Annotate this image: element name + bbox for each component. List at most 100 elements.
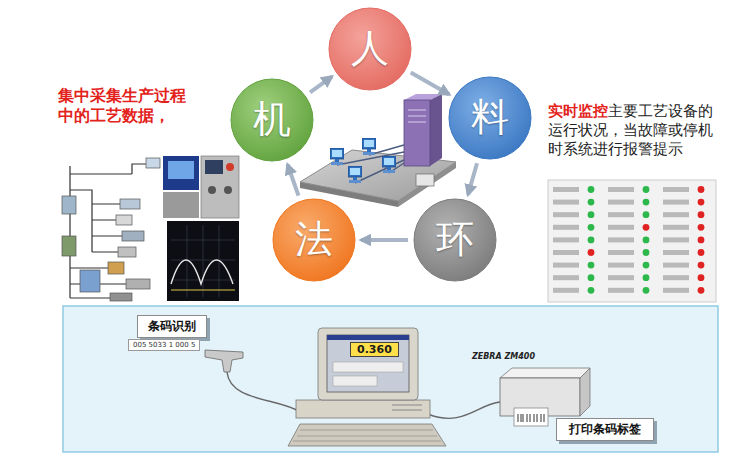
status-tag: [663, 225, 689, 230]
cycle-circle: 机: [230, 78, 314, 162]
cycle-arrow: [468, 163, 477, 195]
drive-slots: [392, 405, 422, 410]
cycle-circle: 人: [328, 7, 412, 91]
window-field: [333, 376, 377, 386]
window-field: [333, 362, 403, 372]
status-lamp: [698, 199, 705, 206]
scanner-cable: [227, 372, 300, 412]
computer-icon: [330, 148, 344, 165]
server-slots: [408, 110, 426, 122]
status-lamp: [698, 274, 705, 281]
label-barcode: [518, 414, 544, 422]
status-lamp: [588, 249, 595, 256]
status-tag: [553, 250, 579, 255]
status-tag: [608, 200, 634, 205]
device-icon: [120, 199, 140, 209]
instrument-display: [168, 161, 194, 179]
circle-label: 机: [253, 97, 291, 143]
status-lamp: [698, 186, 705, 193]
status-tag: [553, 288, 579, 293]
status-tag: [553, 200, 579, 205]
status-lamp: [588, 211, 595, 218]
monitor-screen: [327, 335, 409, 392]
cycle-circle: 料: [448, 76, 532, 160]
status-lamp: [643, 186, 650, 193]
device-icon: [126, 279, 150, 289]
circle-fill: [449, 77, 531, 159]
status-tag: [553, 263, 579, 268]
text-block: ZEBRA ZM400: [472, 352, 535, 362]
status-lamp: [588, 224, 595, 231]
status-panel: [548, 180, 716, 302]
circle-label: 法: [295, 217, 333, 263]
computer-icon: [362, 138, 376, 155]
status-lamp: [588, 262, 595, 269]
server-front: [404, 100, 430, 166]
oscilloscope-grid: [171, 225, 235, 297]
instrument-panel: [163, 192, 199, 218]
circle-fill: [414, 199, 496, 281]
circle-label: 环: [436, 217, 474, 263]
status-tag: [663, 200, 689, 205]
circle-fill: [231, 79, 313, 161]
status-tag: [553, 212, 579, 217]
screen-reading: 0.360: [350, 342, 399, 357]
device-tree: [62, 158, 160, 301]
status-lamp: [698, 249, 705, 256]
device-icon: [62, 196, 76, 214]
status-tag: [608, 237, 634, 242]
computer-icon: [382, 156, 396, 173]
caption-box: 打印条码标签: [556, 418, 654, 441]
cycle-arrow: [288, 164, 299, 195]
instrument-knob: [224, 186, 232, 194]
printed-label: [514, 408, 548, 426]
cycle-circle: 法: [272, 198, 356, 282]
cycle-arrow: [310, 77, 332, 93]
instrument-screen: [163, 156, 199, 190]
status-lamp: [698, 262, 705, 269]
status-tag: [608, 250, 634, 255]
circle-label: 人: [351, 26, 389, 72]
barcode-system: [63, 306, 718, 452]
instrument-knob: [226, 163, 234, 171]
device-icon: [118, 247, 136, 257]
status-lamp: [643, 211, 650, 218]
status-lamp: [698, 287, 705, 294]
status-tag: [608, 225, 634, 230]
device-icon: [110, 293, 132, 301]
status-lamp: [698, 224, 705, 231]
status-tag: [608, 275, 634, 280]
cycle-arrow: [411, 72, 450, 94]
oscilloscope-wave: [171, 290, 235, 291]
status-tag: [663, 263, 689, 268]
device-icon: [122, 231, 144, 241]
scanner: [205, 350, 243, 372]
device-icon: [80, 270, 100, 292]
instrument-panel: [201, 156, 239, 218]
computer-case: [296, 400, 430, 418]
status-tag: [608, 187, 634, 192]
circle-fill: [329, 8, 411, 90]
status-lamp: [643, 287, 650, 294]
system-panel: [63, 306, 718, 452]
status-tag: [553, 237, 579, 242]
tree-lines: [70, 164, 146, 298]
cycle-arrow: [361, 238, 408, 242]
status-tag: [663, 275, 689, 280]
status-tag: [553, 225, 579, 230]
monitor: [318, 328, 418, 400]
server-side: [430, 94, 442, 166]
status-tag: [553, 275, 579, 280]
box-label: 打印条码标签: [569, 422, 641, 436]
oscilloscope-wave: [171, 260, 233, 284]
status-tag: [608, 263, 634, 268]
device-icon: [108, 262, 124, 274]
status-tag: [608, 288, 634, 293]
caption-box: 条码识别: [137, 315, 207, 338]
barcode-number: 005 5033 1 000 5: [128, 339, 200, 351]
device-icon: [116, 215, 132, 225]
status-tag: [663, 187, 689, 192]
status-lamp: [643, 199, 650, 206]
